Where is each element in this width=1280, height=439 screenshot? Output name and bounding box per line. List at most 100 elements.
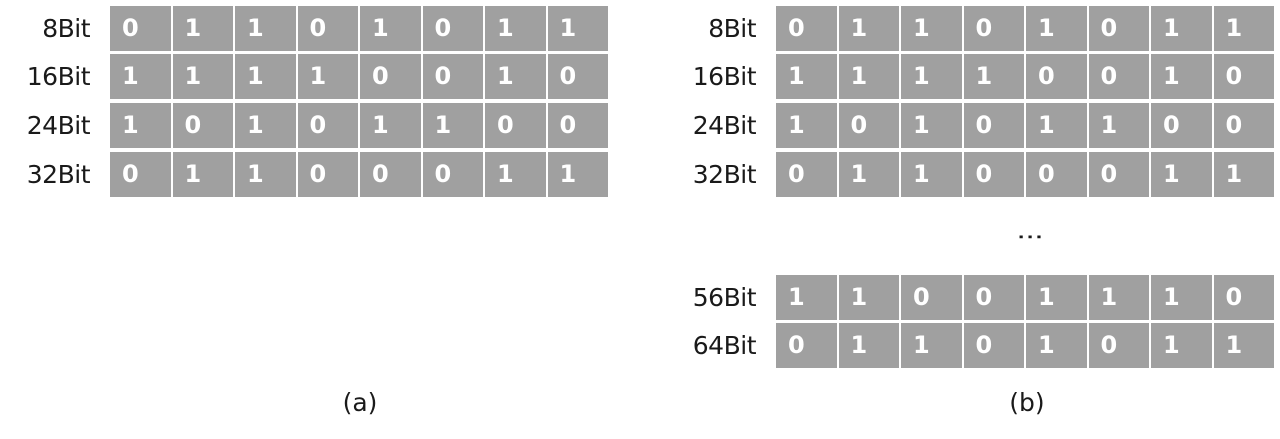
bit-cell: 0	[1151, 103, 1212, 148]
bit-cell: 1	[547, 6, 608, 51]
bit-cell: 1	[838, 54, 899, 99]
bit-cell: 1	[1151, 275, 1212, 320]
bit-cell: 1	[360, 103, 421, 148]
bit-cell: 1	[172, 54, 233, 99]
bit-cell: 1	[901, 323, 962, 368]
bit-cell: 1	[235, 152, 296, 197]
bit-cell: 1	[1213, 6, 1274, 51]
bit-cell: 0	[776, 152, 837, 197]
bit-cell: 1	[235, 103, 296, 148]
bit-cell: 0	[297, 6, 358, 51]
bit-cell: 0	[485, 103, 546, 148]
bit-cell: 0	[547, 103, 608, 148]
bit-cell: 0	[422, 152, 483, 197]
bit-cell: 1	[110, 54, 171, 99]
bit-cell: 1	[485, 6, 546, 51]
row-label: 8Bit	[42, 14, 90, 43]
bit-cell: 0	[172, 103, 233, 148]
bit-cell: 1	[1088, 103, 1149, 148]
bit-cell: 1	[110, 103, 171, 148]
bit-cell: 0	[963, 103, 1024, 148]
bit-cell: 1	[963, 54, 1024, 99]
bit-cell: 1	[235, 6, 296, 51]
bit-cell: 1	[360, 6, 421, 51]
bit-cell: 1	[235, 54, 296, 99]
bit-cell: 1	[901, 152, 962, 197]
bit-cell: 0	[422, 54, 483, 99]
bit-cell: 0	[360, 152, 421, 197]
bit-cell: 1	[838, 6, 899, 51]
bit-cell: 1	[1026, 103, 1087, 148]
bit-cell: 0	[1213, 275, 1274, 320]
bit-cell: 1	[485, 54, 546, 99]
bit-cell: 0	[1213, 103, 1274, 148]
bit-cell: 0	[901, 275, 962, 320]
bit-cell: 1	[776, 275, 837, 320]
bit-cell: 0	[963, 323, 1024, 368]
bit-cell: 1	[838, 275, 899, 320]
bit-cell: 0	[776, 6, 837, 51]
bit-cell: 0	[1026, 152, 1087, 197]
bit-cell: 0	[963, 152, 1024, 197]
bit-cell: 0	[1088, 323, 1149, 368]
bit-cell: 1	[1151, 152, 1212, 197]
row-label: 56Bit	[692, 283, 757, 312]
bit-cell: 1	[901, 54, 962, 99]
bit-cell: 0	[547, 54, 608, 99]
bit-cell: 0	[1213, 54, 1274, 99]
bit-cell: 1	[1026, 323, 1087, 368]
bit-cell: 1	[172, 6, 233, 51]
bit-cell: 0	[1088, 54, 1149, 99]
bit-cell: 1	[547, 152, 608, 197]
bit-cell: 1	[172, 152, 233, 197]
bit-cell: 0	[776, 323, 837, 368]
row-label: 32Bit	[26, 160, 91, 189]
bit-cell: 1	[838, 323, 899, 368]
bit-cell: 0	[1088, 6, 1149, 51]
bit-cell: 1	[1151, 54, 1212, 99]
bit-cell: 1	[1151, 323, 1212, 368]
bit-cell: 0	[360, 54, 421, 99]
bit-cell: 1	[1026, 6, 1087, 51]
bit-cell: 1	[297, 54, 358, 99]
bit-cell: 1	[776, 103, 837, 148]
bit-cell: 0	[1088, 152, 1149, 197]
row-label: 24Bit	[692, 111, 757, 140]
caption-a: (a)	[342, 388, 378, 417]
bit-cell: 1	[901, 6, 962, 51]
bit-cell: 1	[1213, 323, 1274, 368]
bit-cell: 1	[1088, 275, 1149, 320]
row-label: 8Bit	[708, 14, 756, 43]
bit-cell: 1	[1151, 6, 1212, 51]
bit-cell: 0	[963, 275, 1024, 320]
row-label: 16Bit	[692, 62, 757, 91]
bit-cell: 0	[963, 6, 1024, 51]
bit-cell: 0	[110, 6, 171, 51]
bit-cell: 0	[1026, 54, 1087, 99]
bit-cell: 1	[485, 152, 546, 197]
row-label: 24Bit	[26, 111, 91, 140]
bit-cell: 0	[422, 6, 483, 51]
bit-cell: 0	[297, 152, 358, 197]
row-label: 64Bit	[692, 331, 757, 360]
bit-cell: 0	[110, 152, 171, 197]
bit-cell: 1	[422, 103, 483, 148]
caption-b: (b)	[1009, 388, 1045, 417]
bit-cell: 1	[838, 152, 899, 197]
bit-cell: 1	[776, 54, 837, 99]
ellipsis: ⋮	[1015, 224, 1045, 252]
bit-cell: 1	[901, 103, 962, 148]
bit-cell: 0	[297, 103, 358, 148]
bit-cell: 0	[838, 103, 899, 148]
row-label: 16Bit	[26, 62, 91, 91]
bit-cell: 1	[1213, 152, 1274, 197]
